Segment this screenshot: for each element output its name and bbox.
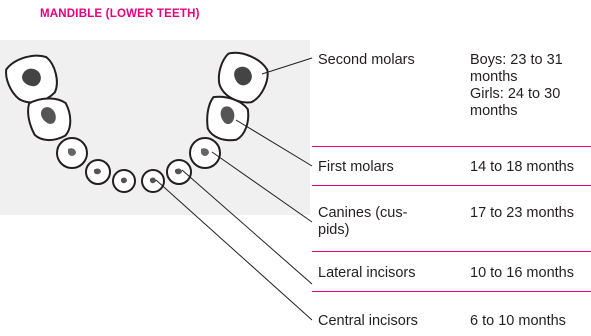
tooth-left-central-incisor — [113, 170, 135, 192]
row-divider — [312, 251, 591, 252]
tooth-left-lateral-incisor — [86, 160, 110, 184]
tooth-right-canine — [190, 138, 220, 168]
tooth-right-central-incisor — [142, 170, 164, 192]
row-label-second-molars: Second molars — [318, 52, 448, 69]
row-age-second-molars: Boys: 23 to 31 months Girls: 24 to 30 mo… — [470, 52, 591, 120]
label-line: pids) — [318, 222, 448, 239]
row-label-canines: Canines (cus- pids) — [318, 205, 448, 239]
row-age-central-incisors: 6 to 10 months — [470, 313, 591, 330]
row-divider — [312, 291, 591, 292]
row-age-lateral-incisors: 10 to 16 months — [470, 265, 591, 282]
row-label-first-molars: First molars — [318, 159, 448, 176]
tooth-right-lateral-incisor — [167, 160, 191, 184]
age-line: Girls: 24 to 30 — [470, 86, 591, 103]
age-line: Boys: 23 to 31 — [470, 52, 591, 69]
row-label-central-incisors: Central incisors — [318, 313, 448, 330]
row-age-first-molars: 14 to 18 months — [470, 159, 591, 176]
row-age-canines: 17 to 23 months — [470, 205, 591, 222]
row-label-lateral-incisors: Lateral incisors — [318, 265, 448, 282]
label-line: Canines (cus- — [318, 205, 448, 222]
row-divider — [312, 146, 591, 147]
row-divider — [312, 185, 591, 186]
tooth-left-canine — [57, 138, 87, 168]
age-line: months — [470, 69, 591, 86]
age-line: months — [470, 103, 591, 120]
